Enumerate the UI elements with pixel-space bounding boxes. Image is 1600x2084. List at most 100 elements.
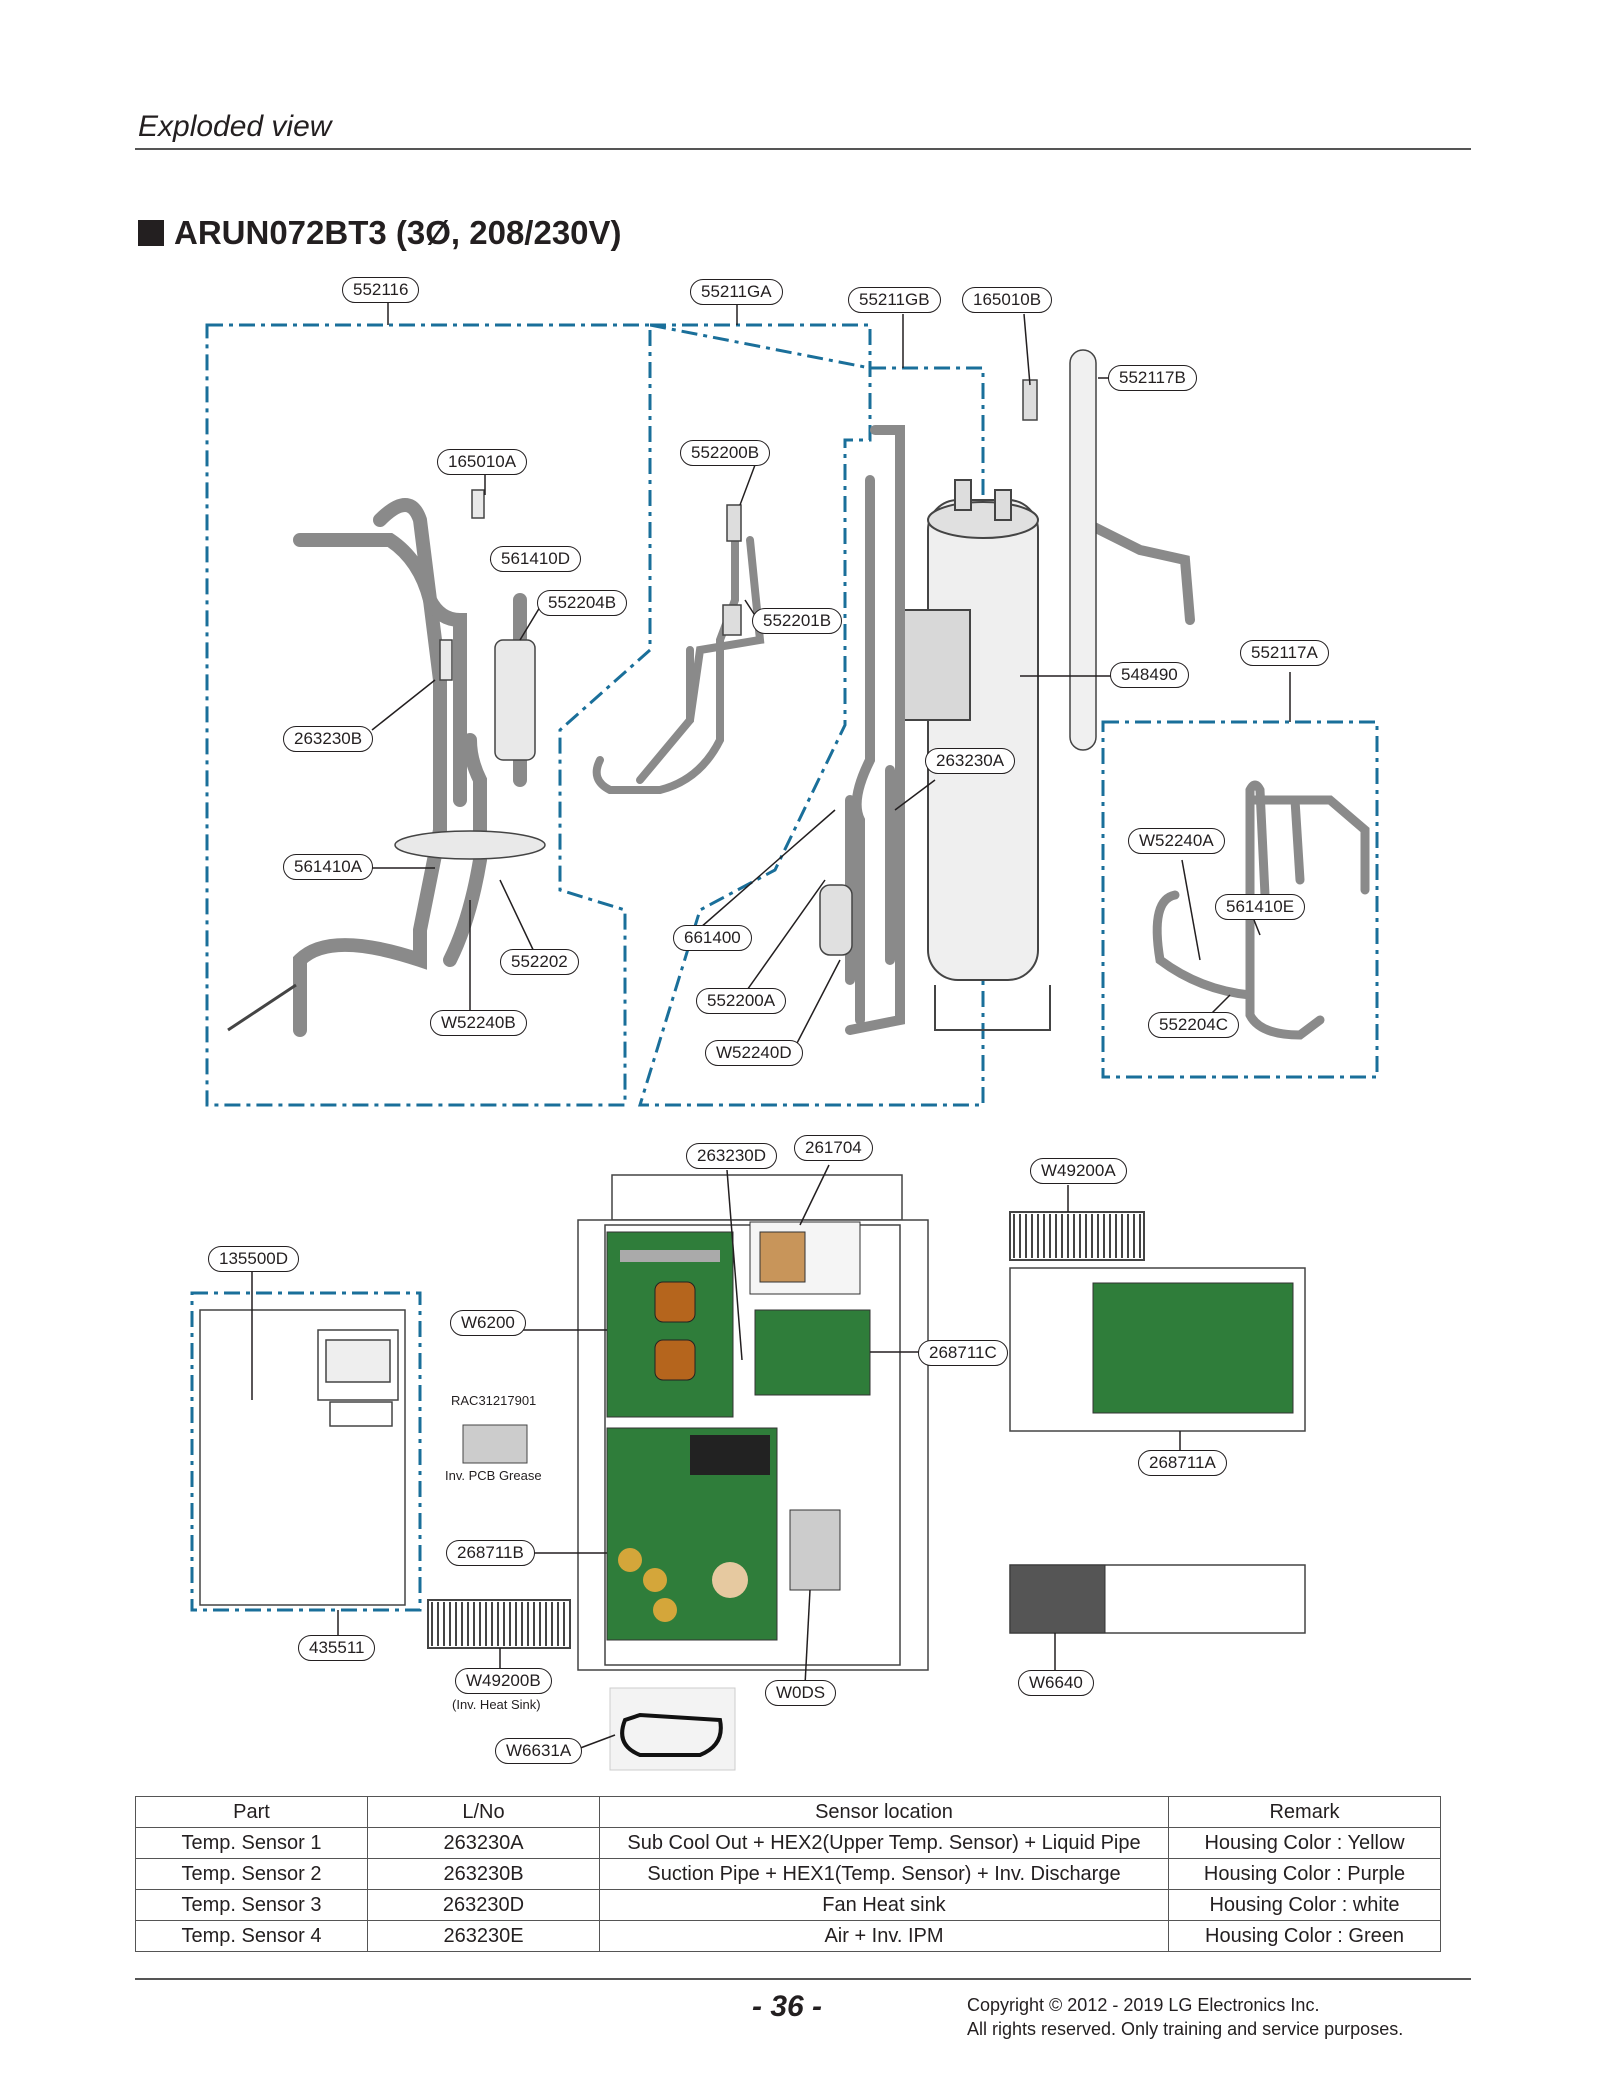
front-cover-435511: [199, 1309, 406, 1606]
header-rule: [135, 148, 1471, 150]
pcb-noise-filter: [606, 1231, 734, 1418]
piping-middle: [592, 516, 765, 794]
copyright-line-1: Copyright © 2012 - 2019 LG Electronics I…: [967, 1995, 1320, 2015]
part-label-268711C: 268711C: [918, 1340, 1008, 1366]
column-header: Part: [135, 1796, 368, 1828]
part-label-661400: 661400: [673, 925, 752, 951]
page-number: - 36 -: [752, 1990, 823, 2023]
fittings-middle: [722, 504, 742, 636]
table-cell: Suction Pipe + HEX1(Temp. Sensor) + Inv.…: [599, 1858, 1169, 1890]
part-label-552200B: 552200B: [680, 440, 771, 466]
column-header: Remark: [1168, 1796, 1441, 1828]
pcb-268711C: [754, 1309, 871, 1396]
dashed-group-boxes: [190, 323, 1379, 1612]
compressor: [899, 479, 1051, 1031]
grease-caption: Inv. PCB Grease: [445, 1468, 542, 1483]
column-header: Sensor location: [599, 1796, 1169, 1828]
part-label-548490: 548490: [1110, 662, 1189, 688]
part-label-561410A: 561410A: [283, 854, 374, 880]
column-header: L/No: [367, 1796, 600, 1828]
table-row: Temp. Sensor 4 263230E Air + Inv. IPM Ho…: [135, 1920, 1441, 1952]
title-square-icon: [138, 220, 164, 246]
table-cell: Temp. Sensor 2: [135, 1858, 368, 1890]
table-cell: Housing Color : Purple: [1168, 1858, 1441, 1890]
receiver: [819, 884, 853, 956]
pcb-inverter: [606, 1427, 778, 1641]
grease-tube-image: [462, 1424, 528, 1464]
table-cell: Housing Color : Green: [1168, 1920, 1441, 1952]
part-label-W49200A: W49200A: [1030, 1158, 1127, 1184]
table-cell: Temp. Sensor 4: [135, 1920, 368, 1952]
part-label-RAC31217901: RAC31217901: [451, 1393, 537, 1408]
part-label-552116: 552116: [342, 277, 420, 303]
part-label-268711A: 268711A: [1138, 1450, 1227, 1476]
sensor-165010B: [1022, 379, 1038, 421]
table-cell: 263230A: [367, 1827, 600, 1859]
heat-sink-W49200B: [427, 1599, 571, 1649]
group-box-135500D: [190, 1291, 422, 1612]
table-cell: Housing Color : Yellow: [1168, 1827, 1441, 1859]
table-cell: Fan Heat sink: [599, 1889, 1169, 1921]
table-header-row: Part L/No Sensor location Remark: [135, 1796, 1441, 1828]
part-label-W49200B: W49200B: [455, 1668, 552, 1694]
part-label-552201B: 552201B: [752, 608, 843, 634]
part-label-W6640: W6640: [1018, 1670, 1094, 1696]
part-label-552204B: 552204B: [537, 590, 628, 616]
table-row: Temp. Sensor 2 263230B Suction Pipe + HE…: [135, 1858, 1441, 1890]
heat-sink-W49200A: [1009, 1211, 1145, 1261]
copyright: Copyright © 2012 - 2019 LG Electronics I…: [967, 1993, 1403, 2041]
accumulator-pipe: [1069, 349, 1097, 751]
part-label-561410E: 561410E: [1215, 894, 1306, 920]
table-cell: Temp. Sensor 3: [135, 1889, 368, 1921]
part-label-263230A: 263230A: [925, 748, 1016, 774]
part-label-W52240A: W52240A: [1128, 828, 1225, 854]
part-label-55211GB: 55211GB: [848, 287, 941, 313]
part-label-552200A: 552200A: [696, 988, 787, 1014]
table-cell: Housing Color : white: [1168, 1889, 1441, 1921]
part-label-552202: 552202: [500, 949, 579, 975]
section-title: Exploded view: [138, 110, 332, 143]
copyright-line-2: All rights reserved. Only training and s…: [967, 2019, 1404, 2039]
group-box-552117A: [1101, 720, 1379, 1079]
terminal-block-W6640: [1009, 1564, 1306, 1634]
table-cell: Air + Inv. IPM: [599, 1920, 1169, 1952]
table-cell: Sub Cool Out + HEX2(Upper Temp. Sensor) …: [599, 1827, 1169, 1859]
sensor-table: Part L/No Sensor location Remark Temp. S…: [135, 1796, 1441, 1952]
heat-sink-caption: (Inv. Heat Sink): [452, 1697, 541, 1712]
table-cell: 263230D: [367, 1889, 600, 1921]
part-label-552117A: 552117A: [1240, 640, 1329, 666]
ipm-W0DS: [789, 1509, 841, 1591]
main-pcb-268711A: [1009, 1267, 1306, 1432]
table-cell: 263230B: [367, 1858, 600, 1890]
part-label-165010A: 165010A: [437, 449, 528, 475]
table-cell: 263230E: [367, 1920, 600, 1952]
part-label-263230B: 263230B: [283, 726, 374, 752]
part-label-552204C: 552204C: [1148, 1012, 1240, 1038]
part-label-55211GA: 55211GA: [690, 279, 783, 305]
fittings-left: [227, 489, 546, 1032]
electrical-leader-lines: [251, 1164, 1181, 1751]
part-label-W6631A: W6631A: [495, 1738, 583, 1764]
group-box-552116: [205, 323, 652, 1107]
part-label-268711B: 268711B: [446, 1540, 535, 1566]
model-title: ARUN072BT3 (3Ø, 208/230V): [138, 214, 622, 252]
part-label-552117B: 552117B: [1108, 365, 1197, 391]
part-label-W6200: W6200: [450, 1310, 526, 1336]
leader-lines: [367, 300, 1291, 1048]
model-title-text: ARUN072BT3 (3Ø, 208/230V): [174, 214, 622, 251]
part-label-263230D: 263230D: [686, 1143, 778, 1169]
footer-rule: [135, 1978, 1471, 1980]
part-label-435511: 435511: [298, 1635, 376, 1661]
part-label-W52240D: W52240D: [705, 1040, 803, 1066]
part-label-561410D: 561410D: [490, 546, 582, 572]
table-row: Temp. Sensor 1 263230A Sub Cool Out + HE…: [135, 1827, 1441, 1859]
part-label-W0DS: W0DS: [765, 1680, 837, 1706]
reactor-261704: [749, 1221, 861, 1295]
table-cell: Temp. Sensor 1: [135, 1827, 368, 1859]
part-label-W52240B: W52240B: [430, 1010, 527, 1036]
part-label-165010B: 165010B: [962, 287, 1053, 313]
cable-W6631A: [609, 1687, 736, 1771]
table-row: Temp. Sensor 3 263230D Fan Heat sink Hou…: [135, 1889, 1441, 1921]
part-label-135500D: 135500D: [208, 1246, 300, 1272]
